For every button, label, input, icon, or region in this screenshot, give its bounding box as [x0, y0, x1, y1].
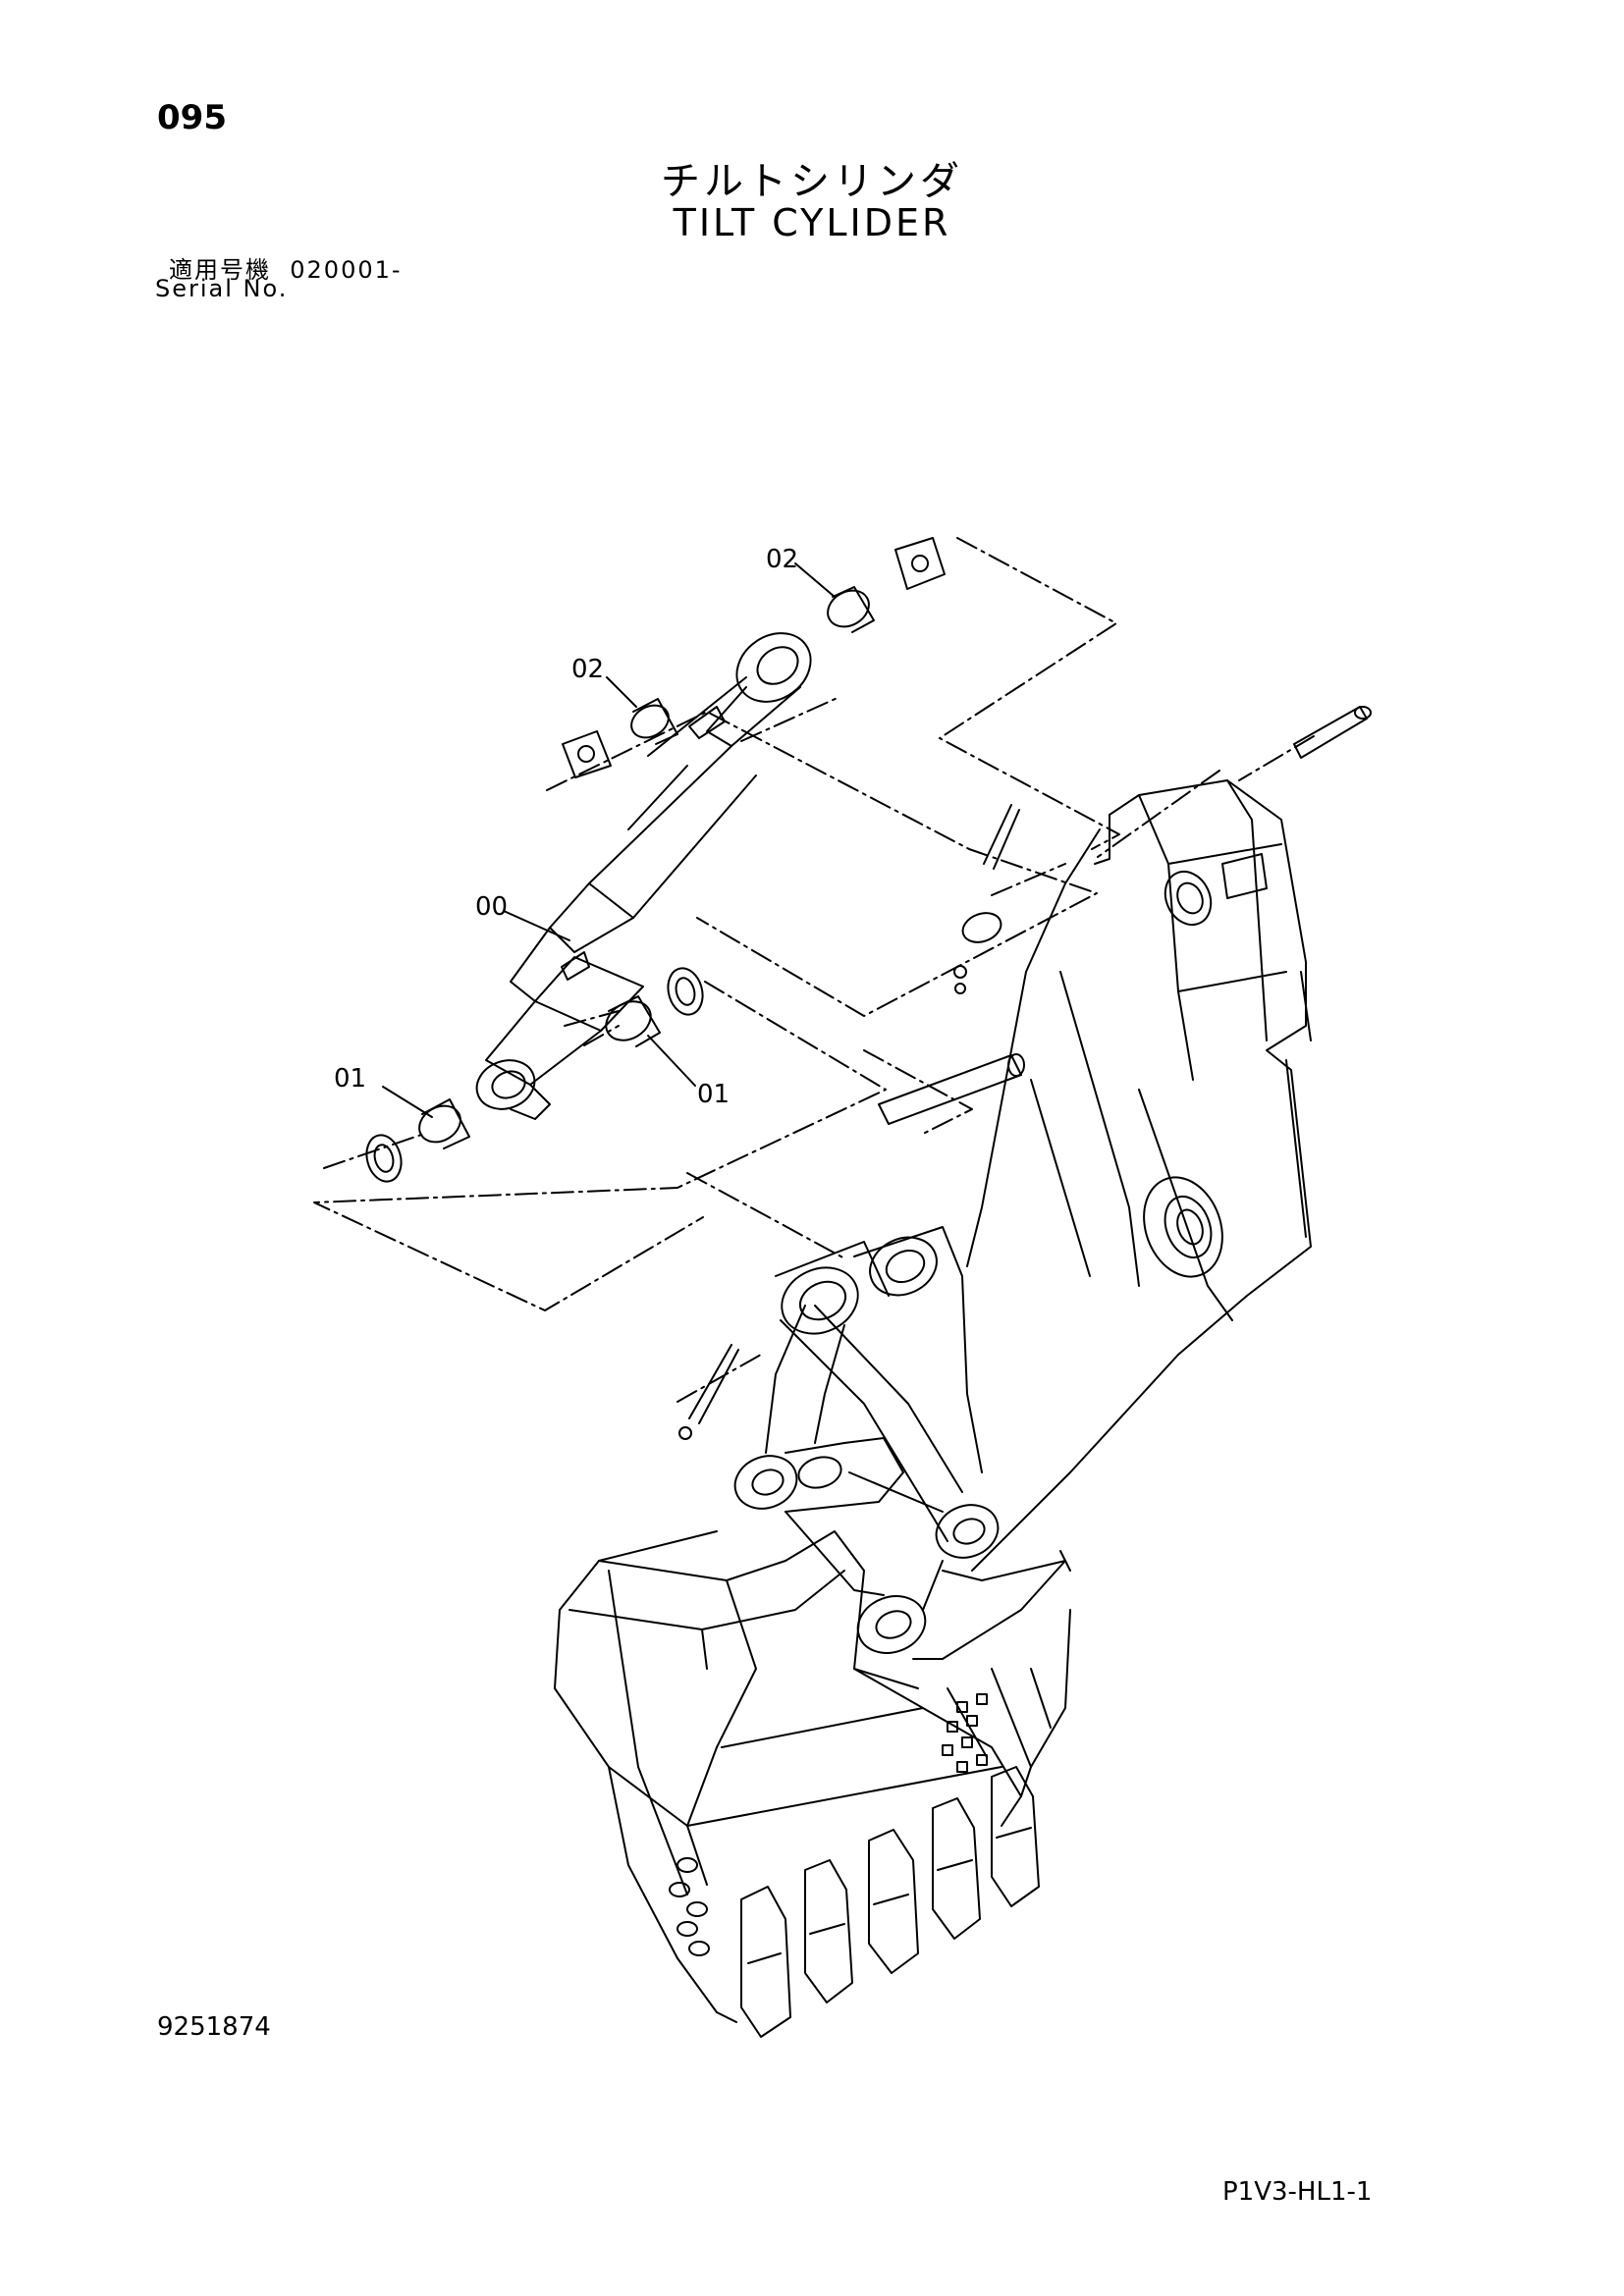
bucket	[554, 1530, 1071, 2038]
bushings	[418, 586, 875, 1149]
title-english: TILT CYLIDER	[673, 201, 951, 244]
linkage	[733, 1226, 1071, 1660]
callout-00: 00	[475, 892, 508, 922]
assembly-guide-lines	[313, 537, 1315, 1403]
callout-02-middle: 02	[571, 655, 604, 684]
tilt-cylinder	[475, 632, 812, 1120]
callout-leaders	[382, 562, 836, 1118]
bucket-bolt-grid	[942, 1693, 988, 1773]
callout-01-right: 01	[697, 1080, 730, 1109]
arm	[966, 779, 1312, 1572]
side-cutter-bolts	[669, 1857, 710, 1956]
bucket-teeth	[740, 1766, 1040, 2038]
serial-label-jp: 適用号機	[169, 256, 271, 284]
page-number: 095	[157, 98, 227, 137]
serial-line-japanese: 適用号機 020001-	[169, 250, 403, 285]
callout-02-top: 02	[766, 545, 798, 574]
title-japanese: チルトシリンダ	[661, 159, 963, 204]
serial-value: 020001-	[290, 256, 403, 284]
page-code: P1V3-HL1-1	[1222, 2177, 1373, 2207]
callout-01-left: 01	[334, 1064, 366, 1094]
shims	[365, 537, 946, 1183]
document-number: 9251874	[157, 2012, 271, 2042]
serial-label-english: Serial No.	[155, 275, 289, 302]
pins-and-bolts	[678, 706, 1372, 1440]
